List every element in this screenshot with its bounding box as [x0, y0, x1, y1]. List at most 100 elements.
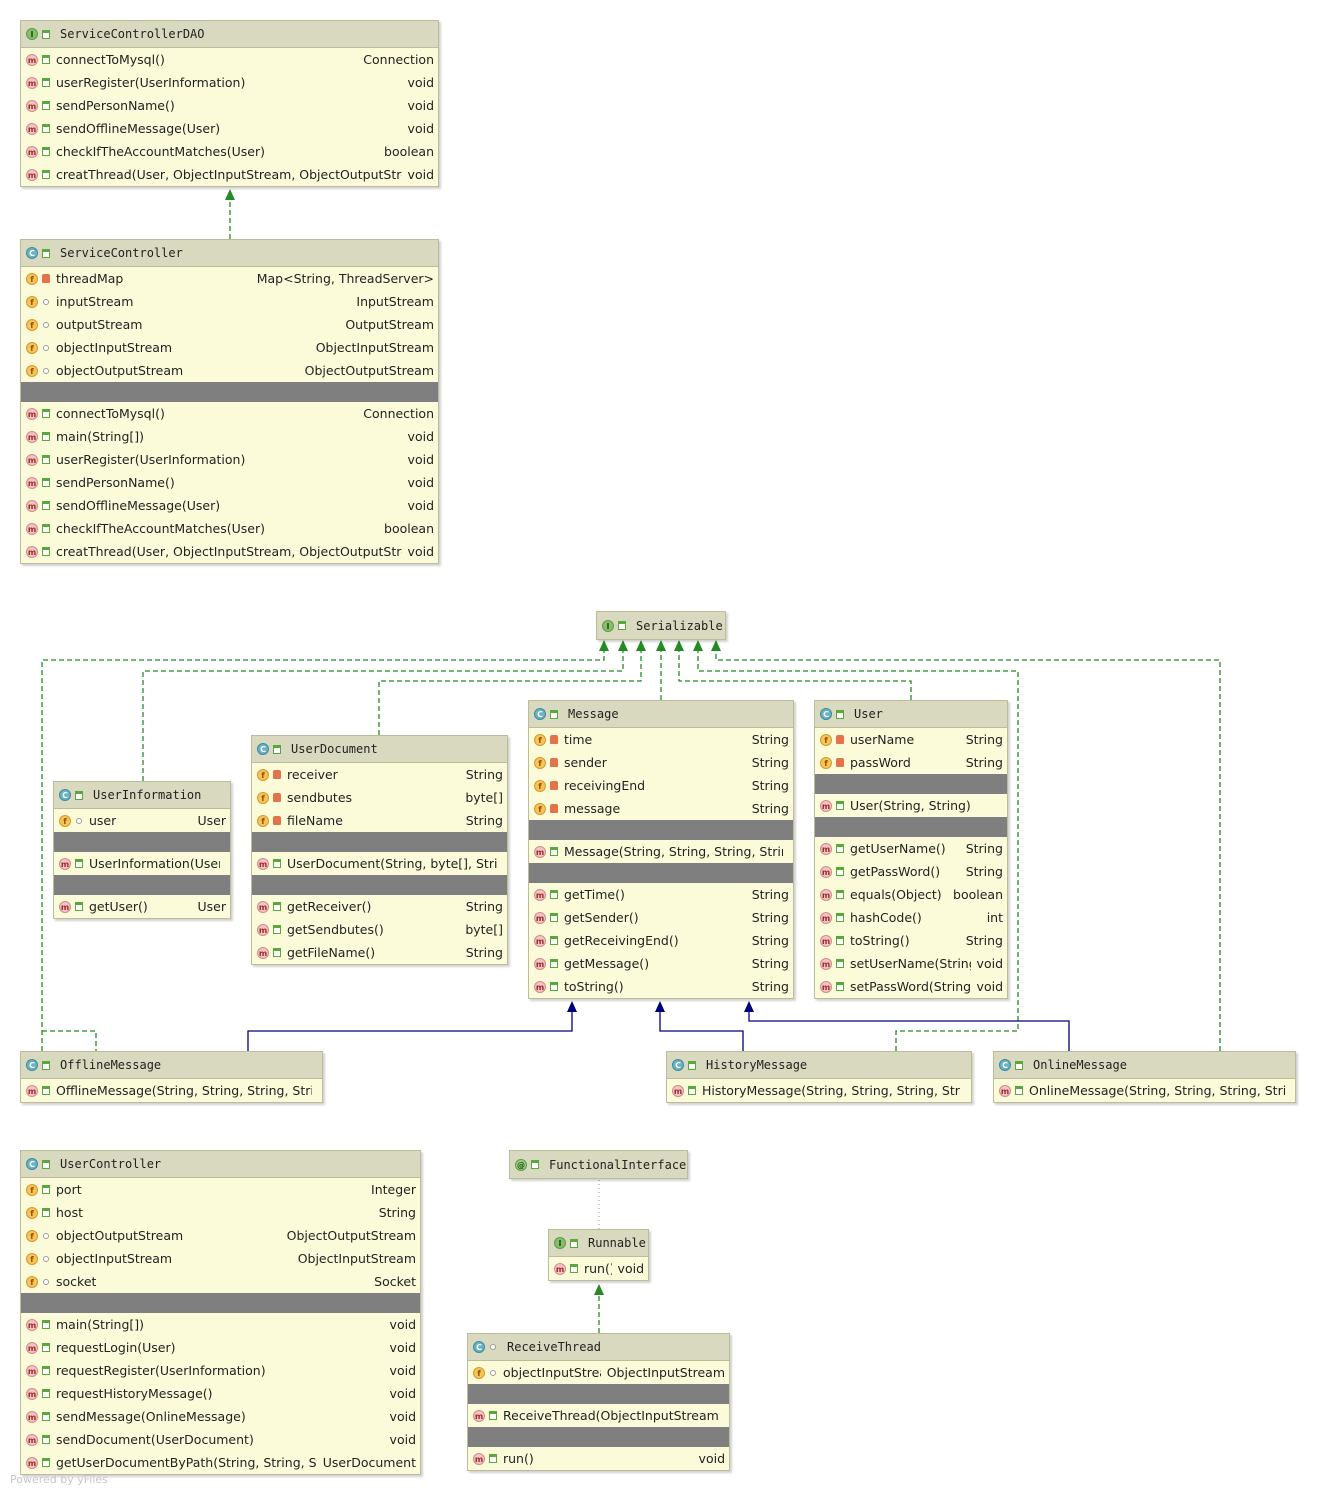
member-type: Map<String, ThreadServer> — [256, 271, 434, 286]
member-type: void — [407, 452, 434, 467]
class-header[interactable]: @FunctionalInterface — [510, 1151, 687, 1178]
private-visibility-icon — [550, 735, 558, 744]
class-box-functionalinterface[interactable]: @FunctionalInterface — [509, 1150, 688, 1179]
member-name: HistoryMessage(String, String, String, S… — [702, 1083, 961, 1098]
member-type: String — [751, 933, 789, 948]
class-box-receivethread[interactable]: CReceiveThreadfobjectInputStreamObjectIn… — [467, 1333, 730, 1471]
